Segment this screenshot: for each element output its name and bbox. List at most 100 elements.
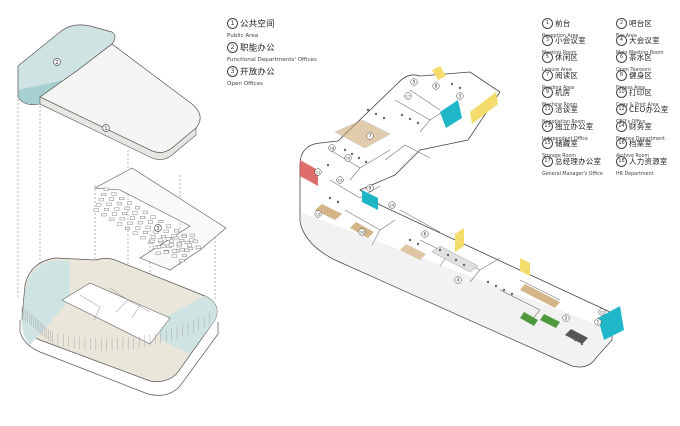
marker-label: 17 bbox=[406, 95, 411, 99]
furniture-item bbox=[494, 284, 498, 288]
desk bbox=[104, 207, 110, 211]
marker-circle bbox=[102, 124, 110, 132]
legend-en: Public Area bbox=[227, 33, 259, 39]
legend-cn: 大会议室 bbox=[629, 36, 660, 46]
marker-label: 3 bbox=[156, 226, 159, 232]
furniture-item bbox=[366, 108, 370, 112]
desk bbox=[161, 234, 167, 238]
marker-circle bbox=[154, 224, 162, 232]
desk bbox=[127, 221, 133, 225]
marker-circle bbox=[454, 276, 462, 284]
marker-label: 1 bbox=[597, 320, 600, 326]
marker-label: 13 bbox=[316, 213, 321, 217]
marker-circle bbox=[314, 168, 322, 176]
desk bbox=[106, 202, 112, 206]
legend-cn: 职能办公 bbox=[240, 43, 275, 54]
marker-label: 4 bbox=[457, 278, 460, 284]
desk bbox=[109, 197, 115, 201]
legend-number: 16 bbox=[616, 138, 627, 150]
legend-en: Leisure Area bbox=[542, 68, 572, 74]
desk bbox=[124, 226, 130, 230]
layer-floor-plate bbox=[19, 257, 219, 396]
furniture-item bbox=[462, 263, 466, 267]
legend-cn: 开放办公 bbox=[240, 67, 275, 78]
legend-number: 11 bbox=[542, 104, 553, 115]
furniture-item bbox=[357, 156, 361, 160]
legend-number: 7 bbox=[542, 69, 553, 81]
legend-en: Main Meeting Room bbox=[616, 51, 664, 57]
legend-en: Copy & Print Area bbox=[616, 102, 659, 108]
layer-open-offices: 3 bbox=[93, 167, 227, 271]
furniture-item bbox=[336, 200, 340, 204]
marker-label: 8 bbox=[435, 84, 438, 90]
furniture-item bbox=[450, 82, 454, 86]
marker-circle bbox=[410, 78, 418, 86]
legend-en: Negotiation Room bbox=[542, 120, 586, 125]
legend-number: 14 bbox=[616, 121, 627, 133]
desk bbox=[129, 216, 135, 220]
desk bbox=[168, 239, 174, 243]
furniture-item bbox=[510, 292, 514, 296]
legend-en: HR Department bbox=[616, 171, 654, 177]
legend-en: Archive Room bbox=[616, 154, 650, 160]
desk bbox=[142, 210, 148, 214]
desk bbox=[96, 203, 102, 207]
furniture-item bbox=[326, 163, 330, 167]
legend-en: Functional Departments' Offices bbox=[227, 57, 317, 63]
legend-cn: 打印区 bbox=[629, 87, 653, 97]
marker-circle bbox=[594, 318, 602, 326]
desk bbox=[163, 250, 169, 254]
desk bbox=[135, 226, 141, 230]
desk bbox=[158, 219, 164, 223]
furniture-item bbox=[382, 116, 386, 120]
marker-label: 10 bbox=[346, 157, 351, 161]
desk bbox=[173, 229, 179, 233]
legend-en: Reading Area bbox=[542, 85, 575, 91]
desk bbox=[166, 224, 172, 228]
legend-cn: CEO办公室 bbox=[629, 105, 669, 114]
desk bbox=[119, 196, 125, 200]
desk bbox=[168, 243, 174, 247]
desk bbox=[98, 198, 104, 202]
legend-cn: 前台 bbox=[555, 19, 571, 28]
legend-cn: 小会议室 bbox=[555, 36, 586, 46]
desk bbox=[101, 192, 107, 196]
furniture-item bbox=[454, 258, 458, 262]
legend-cn: 档案室 bbox=[629, 139, 653, 149]
furniture-item bbox=[328, 196, 332, 200]
legend-number: 9 bbox=[542, 86, 553, 98]
marker-circle bbox=[358, 228, 366, 236]
desk bbox=[173, 236, 179, 240]
desk bbox=[184, 240, 190, 244]
marker-label: 3 bbox=[459, 94, 462, 100]
furniture-item bbox=[374, 112, 378, 116]
desk-grid bbox=[93, 187, 201, 263]
legend-en: Open Tearoom bbox=[616, 68, 651, 74]
desk bbox=[187, 246, 193, 250]
desk bbox=[150, 215, 156, 219]
legend-en: General Manager's Office bbox=[542, 171, 603, 177]
marker-circle bbox=[336, 176, 344, 184]
legend-en: Reception Area bbox=[542, 34, 579, 39]
furniture-item bbox=[364, 160, 368, 164]
desk bbox=[93, 208, 99, 212]
marker-label: 2 bbox=[565, 316, 568, 322]
marker-circle bbox=[404, 92, 412, 100]
furniture-item bbox=[408, 238, 412, 242]
marker-circle bbox=[344, 154, 352, 162]
legend-cn: 人力资源室 bbox=[629, 156, 668, 166]
legend-cn: 机房 bbox=[555, 87, 571, 97]
legend-number: 4 bbox=[616, 35, 627, 47]
furniture bbox=[326, 82, 584, 346]
